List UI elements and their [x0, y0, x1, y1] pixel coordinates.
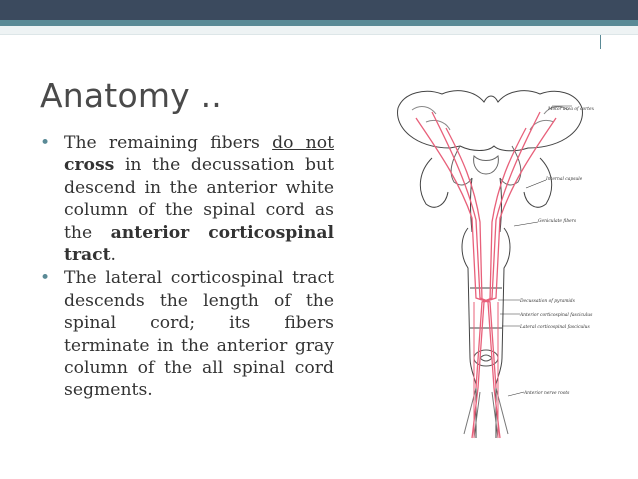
header-band-light [0, 26, 638, 34]
label-lateral-fasciculus: Lateral corticospinal fasciculus [519, 325, 590, 330]
label-anterior-fasciculus: Anterior corticospinal fasciculus [519, 313, 593, 318]
header-divider [0, 34, 638, 35]
corticospinal-tract-diagram: Motor area of cortex Internal capsule Ge… [397, 90, 595, 439]
label-anterior-roots: Anterior nerve roots [523, 391, 570, 396]
bullet-marker: • [40, 268, 51, 289]
bullet-list: • The remaining fibers do not cross in th… [40, 132, 334, 403]
corticospinal-fibers [415, 111, 557, 439]
slide-title: Anatomy .. [40, 76, 222, 115]
label-decussation: Decussation of pyramids [519, 299, 576, 304]
label-motor-area: Motor area of cortex [547, 107, 595, 112]
bullet-text-underline: do not [272, 133, 335, 153]
bullet-item: • The remaining fibers do not cross in th… [40, 132, 334, 266]
bullet-text: . [110, 245, 117, 266]
bullet-text: The remaining fibers [64, 133, 273, 153]
bullet-item: • The lateral corticospinal tract descend… [40, 267, 334, 401]
label-geniculate-fibers: Geniculate fibers [538, 219, 577, 224]
header-band-dark [0, 0, 638, 20]
bullet-text: The lateral corticospinal tract descends… [64, 268, 334, 401]
header-band-accent [0, 20, 638, 26]
bullet-text-bold: anterior corticospinal tract [64, 222, 334, 266]
brainstem-and-cord [461, 227, 511, 439]
bullet-marker: • [40, 133, 51, 153]
corner-accent-line [600, 35, 601, 49]
bullet-text: in the decussation but descend in the an… [64, 155, 334, 243]
label-leaders [498, 105, 572, 397]
label-internal-capsule: Internal capsule [545, 177, 583, 182]
bullet-text-bold: cross [64, 155, 115, 176]
